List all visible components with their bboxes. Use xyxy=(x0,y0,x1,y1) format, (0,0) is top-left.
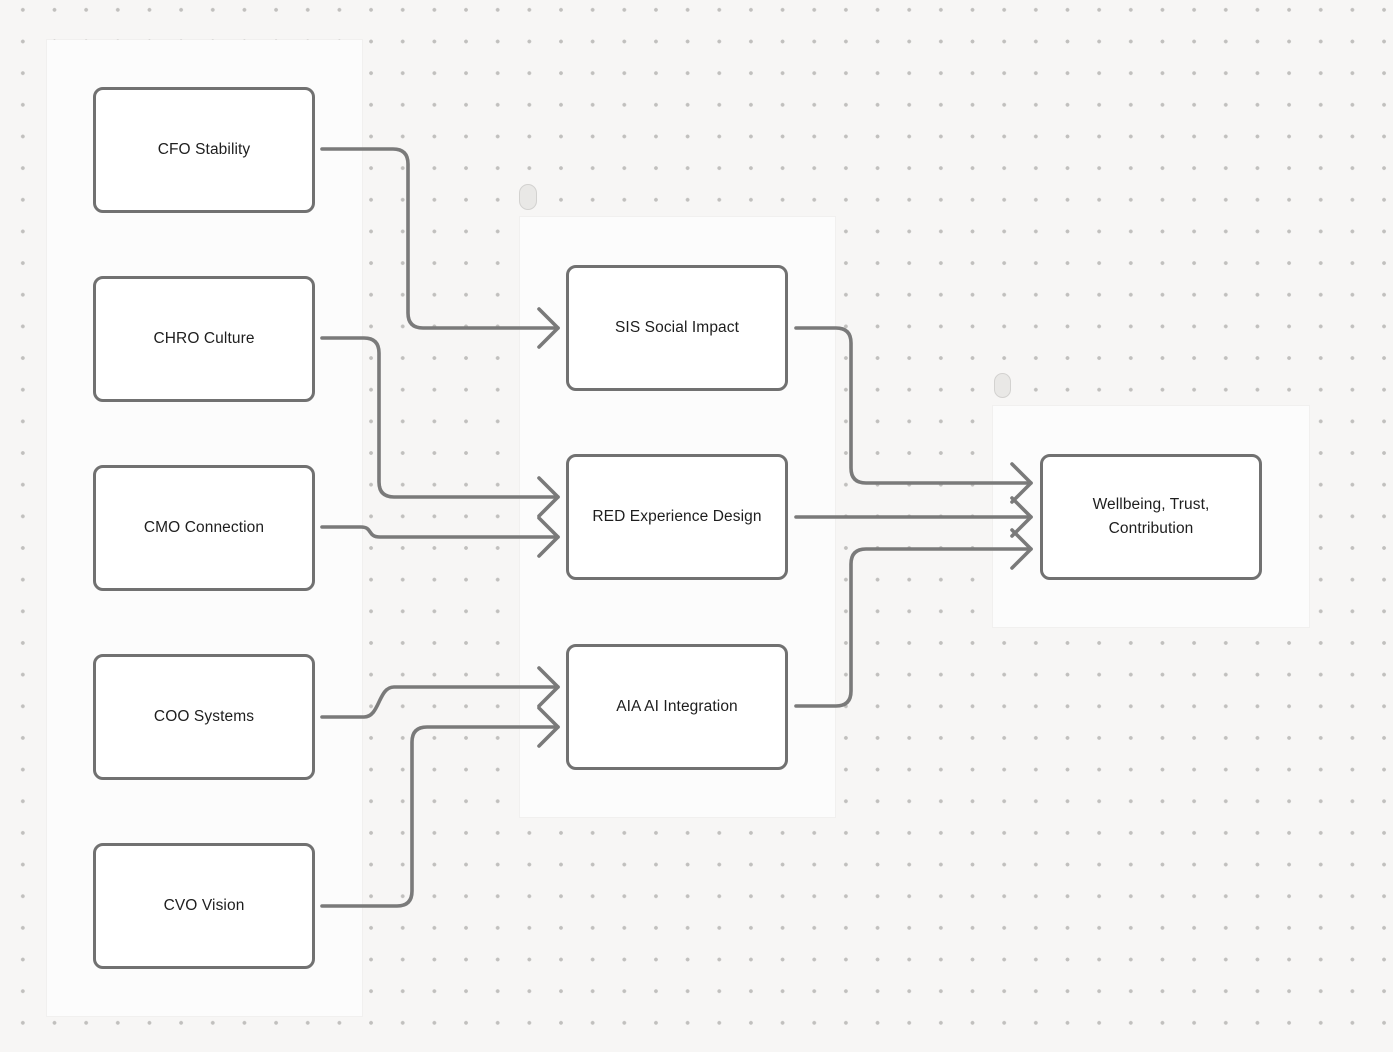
edge-chro-to-red[interactable] xyxy=(320,336,560,518)
node-label: Wellbeing, Trust, Contribution xyxy=(1092,496,1210,537)
node-label: CVO Vision xyxy=(163,897,245,914)
edge-aia-to-wtc[interactable] xyxy=(794,528,1033,708)
node-label: COO Systems xyxy=(153,708,255,725)
node-label: SIS Social Impact xyxy=(614,319,740,336)
frame-outcomes-handle[interactable] xyxy=(994,373,1011,398)
node-wellbeing-trust-contribution[interactable]: Wellbeing, Trust, Contribution xyxy=(1040,454,1262,580)
node-chro-culture[interactable]: CHRO Culture xyxy=(93,276,315,402)
edge-cmo-to-red[interactable] xyxy=(320,516,560,558)
edge-sis-to-wtc[interactable] xyxy=(794,326,1033,504)
node-label: CFO Stability xyxy=(157,141,251,158)
node-coo-systems[interactable]: COO Systems xyxy=(93,654,315,780)
node-label: CMO Connection xyxy=(143,519,265,536)
node-label: CHRO Culture xyxy=(153,330,255,347)
frame-programs-handle[interactable] xyxy=(519,184,537,210)
edge-cvo-to-aia[interactable] xyxy=(320,706,560,908)
node-red-experience-design[interactable]: RED Experience Design xyxy=(566,454,788,580)
node-aia-ai-integration[interactable]: AIA AI Integration xyxy=(566,644,788,770)
edge-cfo-to-sis[interactable] xyxy=(320,147,560,349)
node-sis-social-impact[interactable]: SIS Social Impact xyxy=(566,265,788,391)
edge-coo-to-aia[interactable] xyxy=(320,666,560,719)
node-cfo-stability[interactable]: CFO Stability xyxy=(93,87,315,213)
node-label: AIA AI Integration xyxy=(616,698,738,715)
node-label: RED Experience Design xyxy=(592,508,762,525)
node-cmo-connection[interactable]: CMO Connection xyxy=(93,465,315,591)
edge-red-to-wtc[interactable] xyxy=(794,496,1033,538)
node-cvo-vision[interactable]: CVO Vision xyxy=(93,843,315,969)
